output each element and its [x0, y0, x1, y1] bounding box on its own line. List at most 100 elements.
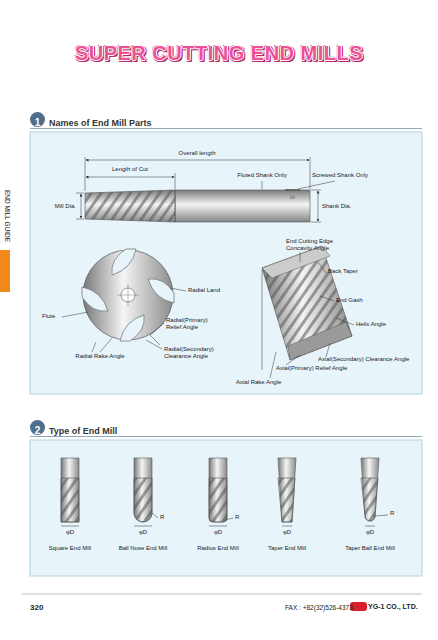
drawing-part [120, 315, 144, 341]
drawing-part [86, 177, 174, 178]
drawing-part [311, 222, 321, 223]
drawing-part [262, 181, 263, 189]
drawing-part [85, 190, 175, 222]
drawing-part [175, 190, 310, 222]
drawing-part [76, 193, 84, 194]
drawing-part [134, 526, 152, 527]
drawing-part [298, 181, 335, 189]
drawing-part [85, 190, 175, 222]
drawing-part [318, 262, 326, 273]
drawing-part [209, 478, 227, 522]
drawing-part [170, 288, 186, 291]
drawing-part [62, 312, 88, 317]
drawing-part [310, 157, 311, 189]
drawing-part [100, 338, 112, 352]
drawing-part [311, 190, 321, 191]
drawing-part [128, 284, 129, 306]
drawing-part [175, 173, 176, 189]
part-label: φD [208, 529, 228, 536]
part-label: Axial(Secondary) Clearance Angle [318, 356, 418, 363]
drawing-part [209, 526, 227, 527]
part-label: Helix Angle [356, 321, 398, 328]
drawing-part [81, 194, 82, 218]
drawing-part [361, 458, 379, 521]
company-logo: YG [350, 602, 367, 611]
drawing-part [175, 190, 176, 222]
footer-text: 320 [30, 603, 60, 612]
part-label: Back Taper [328, 268, 368, 275]
part-label: R [160, 514, 168, 521]
part-label: Length of Cut [105, 166, 155, 173]
part-label: Fluted Shank Only [232, 172, 292, 179]
part-label: Flute [42, 313, 62, 320]
side-view [85, 190, 310, 222]
drawing-part [361, 478, 378, 521]
drawing-part [112, 249, 136, 275]
drawing-part [225, 518, 233, 520]
drawing-part [82, 287, 108, 311]
drawing-part [150, 335, 160, 345]
type-name: Square End Mill [35, 545, 105, 552]
section-header: Names of End Mill Parts1 [30, 112, 422, 129]
section-header: Type of End Mill2 [30, 420, 422, 437]
footer-text: FAX : +82(32)526-4373 [285, 604, 347, 611]
part-label: Screwed Shank Only [307, 172, 373, 179]
part-label: Axial(Primary) Relief Angle [276, 365, 366, 372]
drawing-part [209, 458, 227, 522]
type-name: Radius End Mill [183, 545, 253, 552]
part-label: φD [133, 529, 153, 536]
node-text: YG [353, 610, 363, 617]
node-text: 1 [35, 117, 41, 128]
drawing-part [85, 157, 86, 191]
drawing-part [374, 515, 388, 516]
types [61, 458, 379, 522]
part-label: Mill Dia. [40, 203, 76, 210]
drawing-part [83, 250, 173, 340]
drawing-part [336, 318, 354, 325]
drawing-part [61, 478, 79, 522]
drawing-part [150, 323, 164, 335]
panel [30, 440, 422, 576]
part-label: Radial Land [188, 287, 228, 294]
section-number: 1 [30, 112, 45, 127]
part-label: φD [60, 529, 80, 536]
drawing-part [262, 270, 263, 370]
part-label: φD [277, 529, 297, 536]
drawing-part [286, 355, 300, 365]
part-label: Radial(Primary) Relief Angle [166, 317, 218, 331]
drawing-part [146, 340, 162, 349]
side-tab [0, 250, 10, 292]
drawing-part [152, 513, 158, 518]
part-label: R [235, 514, 243, 521]
page-title: SUPER CUTTING END MILLS [0, 42, 438, 65]
part-label: End Cutting Edge Concavity Angle [286, 238, 344, 252]
drawing-part [92, 342, 96, 352]
drawing-part [290, 195, 295, 199]
drawing-part [86, 160, 309, 161]
part-label: Radial(Secondary) Clearance Angle [164, 346, 224, 360]
drawing-part [300, 252, 301, 262]
drawing-part [112, 249, 136, 275]
drawing-part [61, 526, 79, 527]
drawing-part [148, 279, 174, 303]
part-label: φD [360, 529, 380, 536]
drawing-part [61, 458, 79, 522]
type-name: Taper Ball End Mill [335, 545, 405, 552]
part-label: Axial Rake Angle [236, 379, 296, 386]
drawing-part [320, 296, 334, 301]
type-dimensions [61, 513, 388, 526]
drawing-part [288, 322, 352, 360]
drawing-part [134, 458, 152, 522]
drawing-part [365, 526, 375, 527]
drawing-part [285, 189, 300, 191]
footer-text: YG-1 CO., LTD. [368, 603, 428, 611]
dimension-lines [76, 157, 335, 222]
type-name: Ball Nose End Mill [108, 545, 178, 552]
part-label: Overall length [167, 150, 227, 157]
drawing-part [134, 478, 152, 522]
drawing-part [326, 343, 330, 357]
section-number: 2 [30, 420, 45, 435]
node-text: Names of End Mill Parts [30, 116, 152, 131]
drawing-part [76, 219, 84, 220]
